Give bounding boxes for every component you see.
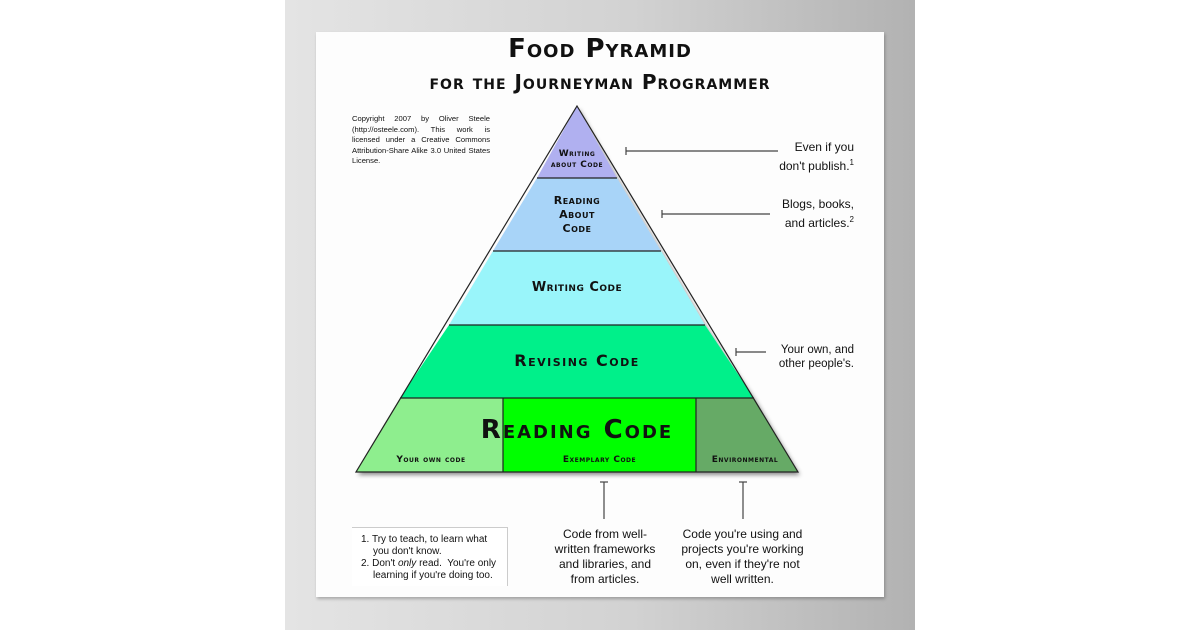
note-line: and articles. bbox=[784, 216, 850, 230]
label-writing-code: Writing Code bbox=[531, 280, 623, 295]
segment-exemplary-code bbox=[503, 398, 696, 472]
note-line: from articles. bbox=[570, 572, 640, 586]
label-reading-code: Reading Code bbox=[480, 415, 674, 445]
label-environmental: Environmental bbox=[711, 455, 779, 465]
footnote-number: 2. bbox=[361, 558, 370, 569]
label-line: Code bbox=[562, 222, 592, 235]
label-line: Reading bbox=[553, 194, 601, 207]
note-line: projects you're working bbox=[681, 542, 804, 556]
footnote-text: learning if you're doing too. bbox=[373, 570, 493, 581]
footnote-text: Don't bbox=[372, 558, 398, 569]
note-line: and libraries, and bbox=[558, 557, 652, 571]
level-revising-code bbox=[400, 325, 754, 398]
level-writing-about-code bbox=[537, 106, 617, 178]
note-line: well written. bbox=[711, 572, 774, 586]
note-writing-about-code: Even if you don't publish.1 bbox=[760, 139, 854, 174]
label-reading-about-code: Reading About Code bbox=[527, 194, 627, 236]
footnote-emphasis: only bbox=[397, 558, 417, 569]
label-exemplary-code: Exemplary Code bbox=[562, 455, 637, 465]
copyright-notice: Copyright 2007 by Oliver Steele (http://… bbox=[352, 114, 490, 165]
footnote-text: Try to teach, to learn what bbox=[371, 534, 488, 545]
footnote-text: you don't know. bbox=[373, 546, 442, 557]
level-reading-about-code bbox=[493, 178, 661, 251]
note-line: other people's. bbox=[778, 358, 854, 370]
label-writing-about-code: Writing about Code bbox=[527, 149, 627, 171]
note-reading-about-code: Blogs, books, and articles.2 bbox=[760, 196, 854, 231]
label-line: about Code bbox=[550, 160, 604, 170]
footnote-text: read. You're only bbox=[416, 558, 497, 569]
label-line: About bbox=[559, 208, 595, 221]
segment-environmental bbox=[696, 398, 798, 472]
label-your-own-code: Your own code bbox=[396, 455, 466, 465]
note-line: on, even if they're not bbox=[685, 557, 800, 571]
label-line: Writing bbox=[558, 149, 596, 159]
note-exemplary-code: Code from well- written frameworks and l… bbox=[540, 527, 670, 587]
note-line: don't publish. bbox=[779, 159, 850, 173]
note-line: Your own, and bbox=[780, 344, 854, 356]
poster-subtitle: for the Journeyman Programmer bbox=[429, 70, 771, 94]
poster-title: Food Pyramid bbox=[508, 34, 692, 64]
note-line: Code from well- bbox=[562, 527, 648, 541]
footnote-ref: 2 bbox=[849, 215, 854, 224]
footnote-1: 1. Try to teach, to learn what you don't… bbox=[361, 534, 507, 558]
footnotes-box: 1. Try to teach, to learn what you don't… bbox=[352, 527, 508, 586]
note-line: Even if you bbox=[794, 140, 854, 154]
segment-your-own-code bbox=[356, 398, 503, 472]
footnote-2: 2. Don't only read. You're only learning… bbox=[361, 558, 507, 582]
note-line: written frameworks bbox=[554, 542, 656, 556]
note-environmental: Code you're using and projects you're wo… bbox=[670, 527, 815, 587]
note-line: Blogs, books, bbox=[781, 197, 854, 211]
note-revising-code: Your own, and other people's. bbox=[760, 343, 854, 371]
footnote-ref: 1 bbox=[849, 158, 854, 167]
note-line: Code you're using and bbox=[682, 527, 803, 541]
level-writing-code bbox=[449, 251, 705, 325]
label-revising-code: Revising Code bbox=[514, 351, 640, 370]
footnote-number: 1. bbox=[361, 534, 370, 545]
